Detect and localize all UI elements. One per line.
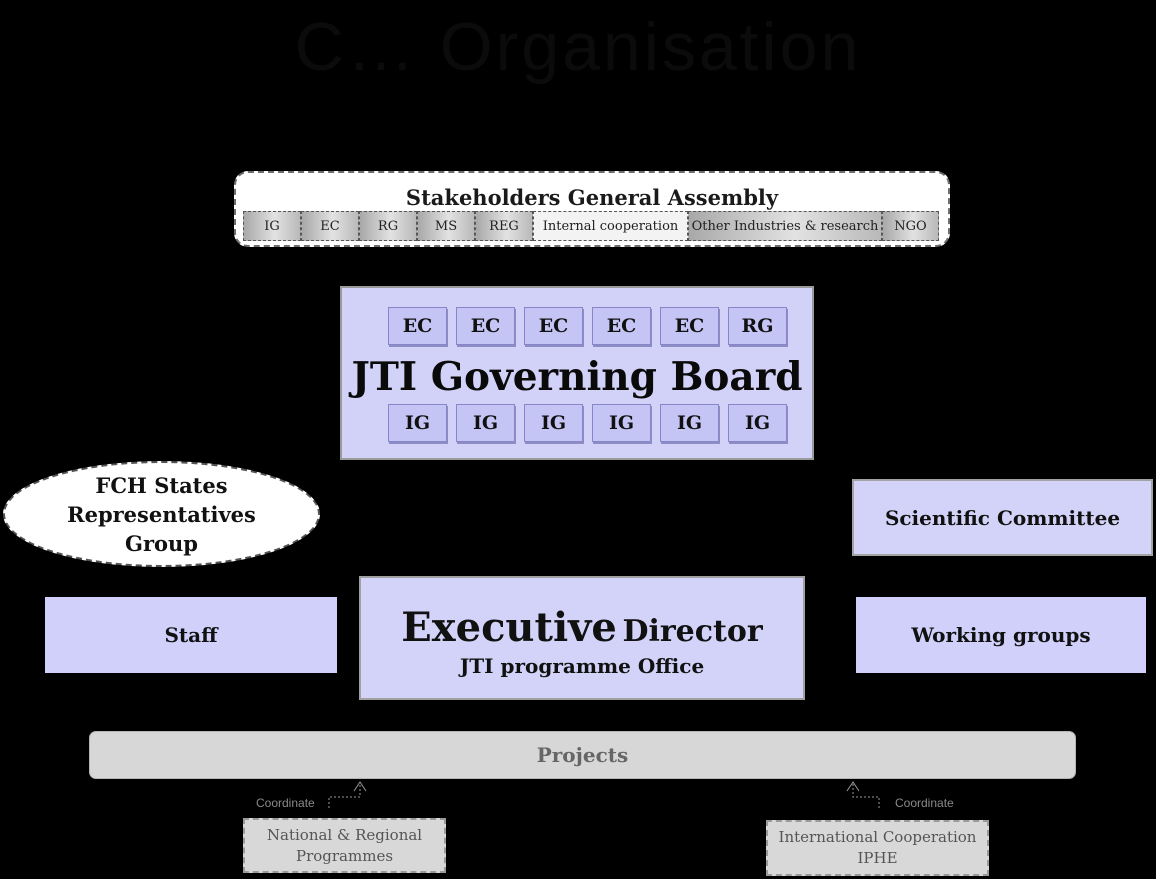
international-line: International Cooperation <box>778 828 977 846</box>
board-member-chip: IG <box>456 404 515 442</box>
executive-director: Executive Director JTI programme Office <box>359 576 805 700</box>
coordinate-arrow-left <box>328 784 361 808</box>
stakeholders-members: IG EC RG MS REG Internal cooperation Oth… <box>243 211 939 241</box>
executive-title: Executive Director <box>361 604 803 651</box>
board-member-chip: EC <box>592 307 651 345</box>
board-member-chip: RG <box>728 307 787 345</box>
staff-box: Staff <box>45 597 337 673</box>
working-groups-box: Working groups <box>856 597 1146 673</box>
national-line: Programmes <box>295 846 394 865</box>
stakeholders-general-assembly: Stakeholders General Assembly IG EC RG M… <box>234 171 950 247</box>
coordinate-label-right: Coordinate <box>895 796 954 810</box>
international-line: IPHE <box>857 849 898 867</box>
board-member-chip: EC <box>524 307 583 345</box>
projects-bar: Projects <box>89 731 1076 779</box>
governing-board: EC EC EC EC EC RG JTI Governing Board IG… <box>340 286 814 460</box>
stakeholder-chip: NGO <box>882 211 939 241</box>
fch-line: Representatives <box>67 501 256 527</box>
board-member-chip: IG <box>660 404 719 442</box>
stakeholder-chip: Other Industries & research <box>688 211 882 241</box>
governing-board-bottom-row: IG IG IG IG IG IG <box>388 404 788 442</box>
stakeholder-chip: EC <box>301 211 359 241</box>
executive-title-small: Director <box>622 614 763 649</box>
fch-line: Group <box>125 530 198 556</box>
executive-title-big: Executive <box>401 604 617 651</box>
governing-board-title: JTI Governing Board <box>351 354 803 400</box>
stakeholder-chip: RG <box>359 211 417 241</box>
executive-subtitle: JTI programme Office <box>459 654 705 678</box>
national-regional-programmes: National & Regional Programmes <box>243 818 446 873</box>
board-member-chip: EC <box>388 307 447 345</box>
scientific-committee: Scientific Committee <box>852 479 1153 556</box>
board-member-chip: IG <box>524 404 583 442</box>
page-title: C… Organisation <box>294 9 862 85</box>
stakeholders-title: Stakeholders General Assembly <box>405 185 779 210</box>
board-member-chip: IG <box>728 404 787 442</box>
coordinate-label-left: Coordinate <box>256 796 315 810</box>
stakeholder-chip: REG <box>475 211 533 241</box>
arrow-head-left <box>353 781 367 792</box>
fch-states-representatives-group: FCH States Representatives Group <box>3 461 320 567</box>
coordinate-arrow-right <box>852 784 880 808</box>
board-member-chip: IG <box>592 404 651 442</box>
stakeholder-chip: MS <box>417 211 475 241</box>
board-member-chip: IG <box>388 404 447 442</box>
stakeholder-chip: IG <box>243 211 301 241</box>
arrow-head-right <box>846 781 860 792</box>
international-cooperation: International Cooperation IPHE <box>766 820 989 876</box>
national-line: National & Regional <box>266 825 423 844</box>
fch-line: FCH States <box>95 472 228 498</box>
governing-board-top-row: EC EC EC EC EC RG <box>388 307 788 345</box>
stakeholder-chip: Internal cooperation <box>533 211 688 241</box>
board-member-chip: EC <box>660 307 719 345</box>
board-member-chip: EC <box>456 307 515 345</box>
